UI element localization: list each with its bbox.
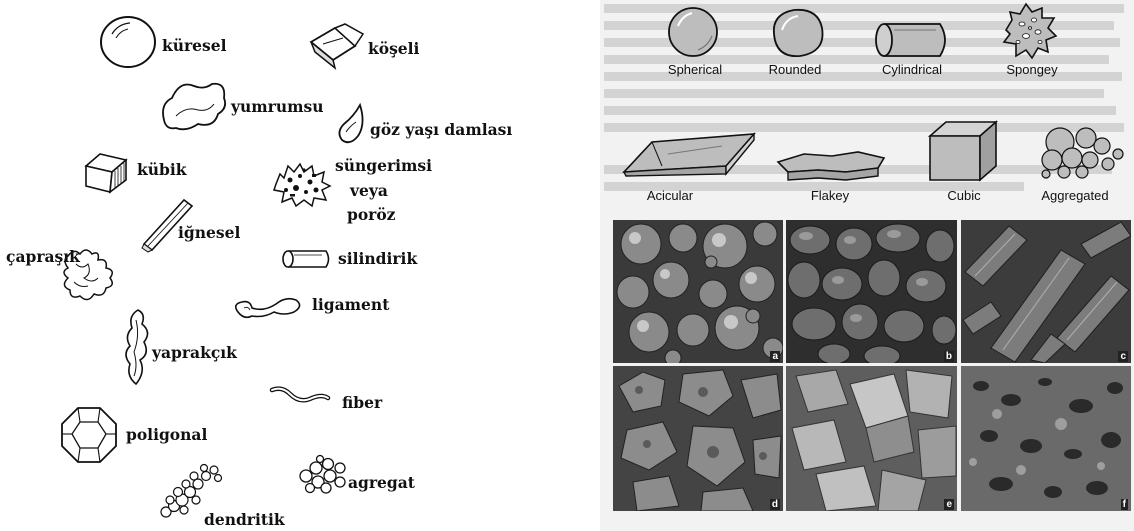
micrograph-e: e [786,366,957,511]
micrograph-c: c [961,220,1131,363]
flakey-label: Flakey [811,188,849,203]
kubik-shape [84,152,134,194]
aggregated-shape [1038,124,1126,180]
silindirik-label: silindirik [338,250,417,267]
english-shapes-panel: Spherical Rounded Cylindrical Spongey [600,0,1134,531]
cubic-shape [928,120,1000,182]
yumrumsu-shape [158,76,230,134]
texture-line [604,89,1104,98]
goz-yasi-shape [334,102,370,146]
micrograph-e-label: e [944,499,954,510]
poligonal-shape [58,404,120,466]
spherical-powder-micrograph [613,220,783,363]
micrograph-f-label: f [1121,499,1128,510]
kuresel-label: küresel [162,37,227,54]
spherical-label: Spherical [668,62,722,77]
cylindrical-shape [872,20,952,60]
micrograph-b-label: b [944,351,954,362]
rounded-powder-micrograph [786,220,957,363]
turkish-shapes-panel: küresel köşeli yumrumsu göz yaşı damlası [0,0,548,531]
dendritik-label: dendritik [204,511,285,528]
cubic-crystal-micrograph [786,366,957,511]
acicular-shape [622,132,758,178]
spherical-shape [666,4,720,60]
koseli-shape [305,22,367,70]
ligament-label: ligament [312,296,389,313]
koseli-label: köşeli [368,40,419,57]
rounded-shape [766,4,828,62]
yumrumsu-label: yumrumsu [231,98,324,115]
aggregated-label: Aggregated [1041,188,1108,203]
cubic-label: Cubic [947,188,980,203]
ignesel-label: iğnesel [178,224,240,241]
kubik-label: kübik [137,161,186,178]
micrograph-b: b [786,220,957,363]
poligonal-label: poligonal [126,426,207,443]
sungerimsi-poroz-label: poröz [347,206,395,223]
texture-line [604,106,1116,115]
ligament-shape [230,294,304,324]
micrograph-d: d [613,366,783,511]
micrograph-a: a [613,220,783,363]
agregat-shape [296,454,350,496]
agregat-label: agregat [348,474,415,491]
fiber-shape [268,384,332,408]
goz-yasi-label: göz yaşı damlası [370,121,512,138]
kuresel-shape [98,14,158,70]
sungerimsi-label: süngerimsi [335,157,432,174]
micrograph-c-label: c [1118,351,1128,362]
spongey-label: Spongey [1006,62,1057,77]
fiber-label: fiber [342,394,382,411]
micrograph-f: f [961,366,1131,511]
micrograph-d-label: d [770,499,780,510]
spongey-shape [1000,2,1060,60]
acicular-label: Acicular [647,188,693,203]
yaprakcik-label: yaprakçık [152,344,237,361]
caprasik-label: çapraşık [6,248,80,265]
micrograph-a-label: a [770,351,780,362]
irregular-powder-micrograph [613,366,783,511]
sungerimsi-veya-label: veya [350,182,388,199]
sungerimsi-shape [270,160,332,208]
spongey-powder-micrograph [961,366,1131,511]
silindirik-shape [280,248,332,270]
acicular-powder-micrograph [961,220,1131,363]
flakey-shape [774,148,890,182]
cylindrical-label: Cylindrical [882,62,942,77]
rounded-label: Rounded [769,62,822,77]
